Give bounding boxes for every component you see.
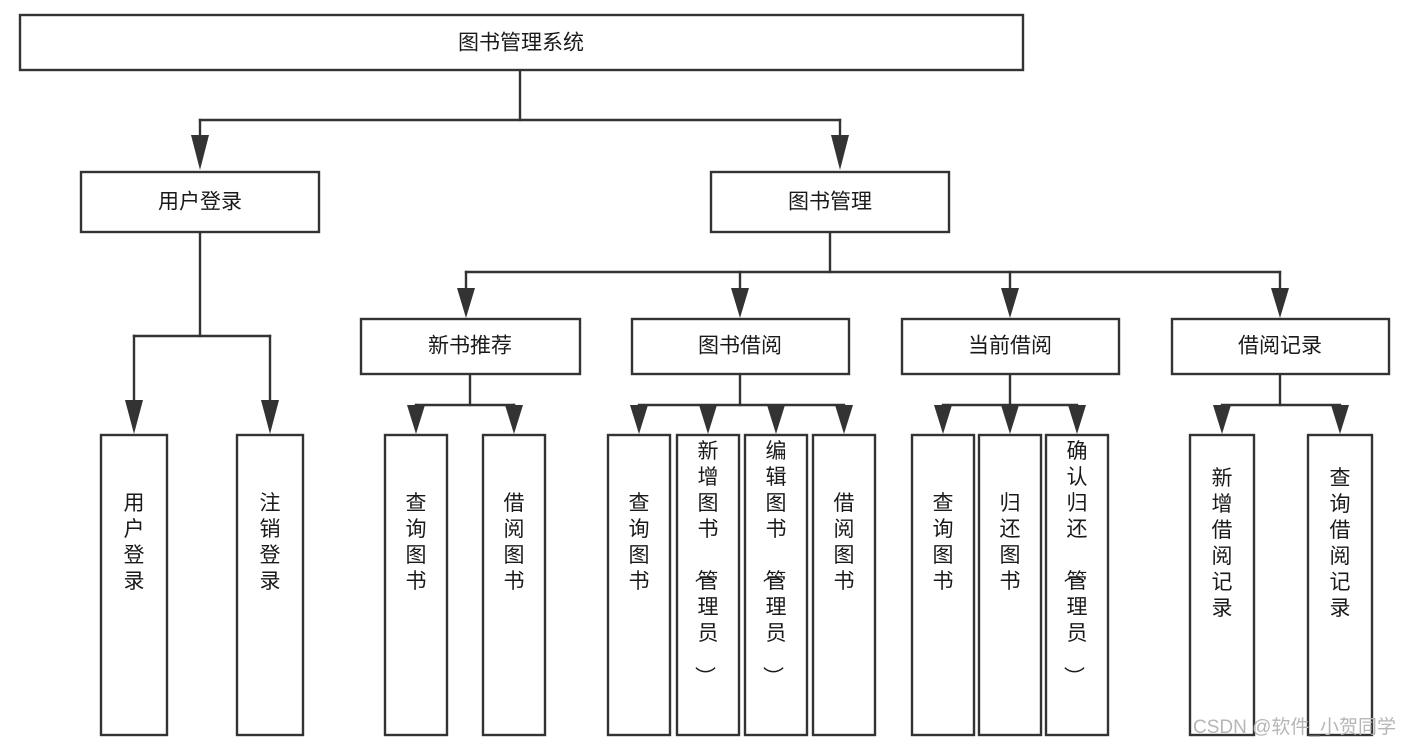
leaf-borrow-book-newbook-label: 借阅图书 xyxy=(504,492,525,593)
arrow-head-current-borrow xyxy=(1001,288,1019,318)
leaf-user-login-box[interactable] xyxy=(99,433,169,737)
node-book-borrowing-label: 图书借阅 xyxy=(698,335,782,358)
leaf-add-borrow-record-label: 新增借阅记录 xyxy=(1212,467,1233,620)
node-borrowing-record-label: 借阅记录 xyxy=(1238,335,1322,358)
node-book-management-box[interactable] xyxy=(709,170,951,234)
arrow-head-leaf-edit-book xyxy=(767,405,785,434)
arrow-head-leaf-query-record xyxy=(1331,405,1349,434)
arrow-head-leaf-query-book-2 xyxy=(630,405,648,434)
node-current-borrowing-box[interactable] xyxy=(900,317,1121,376)
leaf-borrow-book-borrowing-label: 借阅图书 xyxy=(834,492,855,593)
leaf-query-book-borrowing-label: 查询图书 xyxy=(629,492,650,593)
leaf-edit-book-admin-label: 编辑图书（管理员） xyxy=(761,440,787,687)
arrow-head-borrow-record xyxy=(1271,288,1289,318)
leaf-user-login[interactable]: 用户登录 xyxy=(99,433,169,737)
node-root-box[interactable] xyxy=(18,13,1025,72)
leaf-confirm-return-admin[interactable]: 确认归还（管理员） xyxy=(1044,433,1110,737)
arrow-head-leaf-add-book xyxy=(699,405,717,434)
leaf-confirm-return-admin-label: 确认归还（管理员） xyxy=(1062,440,1088,687)
arrow-head-leaf-logout xyxy=(261,400,279,434)
arrow-head-leaf-add-record xyxy=(1213,405,1231,434)
arrow-head-user-login xyxy=(191,135,209,170)
leaf-add-borrow-record-box[interactable] xyxy=(1188,433,1256,737)
leaf-query-book-current-box[interactable] xyxy=(910,433,976,737)
csdn-watermark: CSDN @软件_小贺同学 xyxy=(1193,716,1396,738)
node-current-borrowing-label: 当前借阅 xyxy=(968,335,1052,358)
node-new-book-recommend-label: 新书推荐 xyxy=(428,335,512,358)
node-root-book-management-system[interactable]: 图书管理系统 xyxy=(18,13,1025,72)
leaf-query-borrow-record-box[interactable] xyxy=(1306,433,1374,737)
leaf-add-book-admin-label: 新增图书（管理员） xyxy=(693,440,719,687)
leaf-query-book-newbook-label: 查询图书 xyxy=(406,492,427,593)
leaf-add-book-admin[interactable]: 新增图书（管理员） xyxy=(675,433,741,737)
node-borrowing-record[interactable]: 借阅记录 xyxy=(1170,317,1391,376)
node-book-borrowing[interactable]: 图书借阅 xyxy=(630,317,851,376)
leaf-query-book-borrowing[interactable]: 查询图书 xyxy=(606,433,672,737)
arrow-head-leaf-confirm-return xyxy=(1068,405,1086,434)
node-user-login-box[interactable] xyxy=(79,170,321,234)
leaf-return-book-label: 归还图书 xyxy=(1000,492,1021,593)
arrow-head-book-mgmt xyxy=(831,135,849,170)
leaf-user-login-label: 用户登录 xyxy=(124,492,145,593)
leaf-borrow-book-newbook[interactable]: 借阅图书 xyxy=(481,433,547,737)
leaf-logout-label: 注销登录 xyxy=(260,492,281,593)
arrow-head-leaf-borrow-book-1 xyxy=(505,405,523,434)
node-book-management[interactable]: 图书管理 xyxy=(709,170,951,234)
leaf-add-borrow-record[interactable]: 新增借阅记录 xyxy=(1188,433,1256,737)
leaf-query-book-borrowing-box[interactable] xyxy=(606,433,672,737)
node-book-management-label: 图书管理 xyxy=(788,191,872,214)
leaf-borrow-book-newbook-box[interactable] xyxy=(481,433,547,737)
arrow-head-leaf-query-book-1 xyxy=(407,405,425,434)
leaf-edit-book-admin-box[interactable] xyxy=(743,433,809,737)
leaf-query-book-newbook-box[interactable] xyxy=(383,433,449,737)
leaf-edit-book-admin[interactable]: 编辑图书（管理员） xyxy=(743,433,809,737)
node-book-borrowing-box[interactable] xyxy=(630,317,851,376)
leaf-borrow-book-borrowing-box[interactable] xyxy=(811,433,877,737)
node-current-borrowing[interactable]: 当前借阅 xyxy=(900,317,1121,376)
leaf-logout[interactable]: 注销登录 xyxy=(235,433,305,737)
leaf-query-book-current[interactable]: 查询图书 xyxy=(910,433,976,737)
arrow-head-book-borrow xyxy=(731,288,749,318)
arrow-head-new-book-rec xyxy=(457,288,475,318)
node-new-book-recommend-box[interactable] xyxy=(359,317,582,376)
arrow-head-leaf-return-book xyxy=(1001,405,1019,434)
arrow-head-leaf-user-login xyxy=(125,400,143,434)
leaf-return-book[interactable]: 归还图书 xyxy=(977,433,1043,737)
leaf-query-borrow-record-label: 查询借阅记录 xyxy=(1330,467,1351,620)
arrow-head-leaf-query-book-3 xyxy=(934,405,952,434)
leaf-return-book-box[interactable] xyxy=(977,433,1043,737)
node-user-login[interactable]: 用户登录 xyxy=(79,170,321,234)
leaf-confirm-return-admin-box[interactable] xyxy=(1044,433,1110,737)
leaf-add-book-admin-box[interactable] xyxy=(675,433,741,737)
leaf-query-book-current-label: 查询图书 xyxy=(933,492,954,593)
leaf-borrow-book-borrowing[interactable]: 借阅图书 xyxy=(811,433,877,737)
node-root-label: 图书管理系统 xyxy=(458,32,584,55)
leaf-query-book-newbook[interactable]: 查询图书 xyxy=(383,433,449,737)
leaf-logout-box[interactable] xyxy=(235,433,305,737)
node-new-book-recommend[interactable]: 新书推荐 xyxy=(359,317,582,376)
leaf-query-borrow-record[interactable]: 查询借阅记录 xyxy=(1306,433,1374,737)
connector-layer xyxy=(125,68,1349,434)
node-user-login-label: 用户登录 xyxy=(158,191,242,214)
arrow-head-leaf-borrow-book-2 xyxy=(835,405,853,434)
node-borrowing-record-box[interactable] xyxy=(1170,317,1391,376)
